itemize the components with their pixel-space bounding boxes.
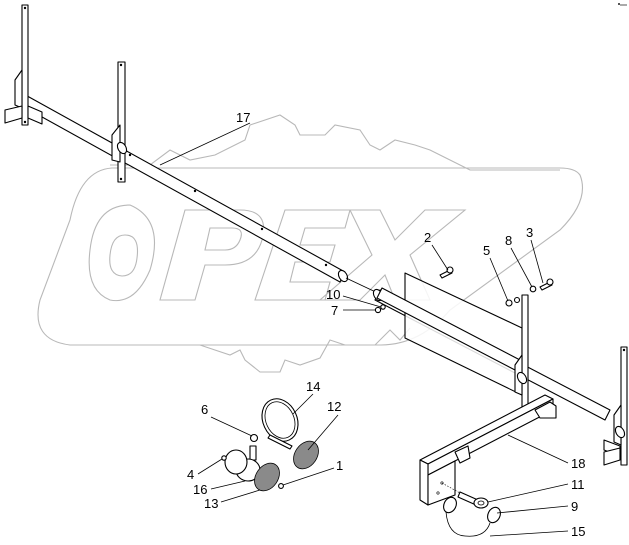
shield-plate xyxy=(376,272,523,396)
hardware-bolts xyxy=(374,266,554,314)
light-assembly xyxy=(221,398,319,492)
callout-10: 10 xyxy=(326,287,340,302)
mounting-frame xyxy=(419,394,557,506)
callout-5: 5 xyxy=(483,243,490,258)
lynch-pin-rings xyxy=(443,496,501,537)
left-bracket xyxy=(4,4,43,126)
callout-14: 14 xyxy=(306,379,320,394)
callout-4: 4 xyxy=(187,467,194,482)
callout-15: 15 xyxy=(571,524,585,539)
callout-7: 7 xyxy=(331,303,338,318)
corner-mark xyxy=(618,3,627,6)
middle-bracket xyxy=(111,61,128,183)
pin xyxy=(441,482,489,509)
callout-1: 1 xyxy=(336,458,343,473)
callout-3: 3 xyxy=(526,225,533,240)
callout-16: 16 xyxy=(193,482,207,497)
callout-13: 13 xyxy=(204,496,218,511)
callouts: 1 2 3 4 5 6 7 8 9 10 11 12 13 14 15 16 1… xyxy=(187,110,585,539)
callout-2: 2 xyxy=(424,230,431,245)
shaft-left xyxy=(14,91,349,283)
callout-17: 17 xyxy=(236,110,250,125)
callout-8: 8 xyxy=(505,233,512,248)
callout-18: 18 xyxy=(571,456,585,471)
callout-12: 12 xyxy=(327,399,341,414)
callout-11: 11 xyxy=(571,477,585,492)
right-bracket xyxy=(603,346,628,466)
callout-9: 9 xyxy=(571,499,578,514)
callout-6: 6 xyxy=(201,402,208,417)
leader-lines xyxy=(159,122,569,537)
